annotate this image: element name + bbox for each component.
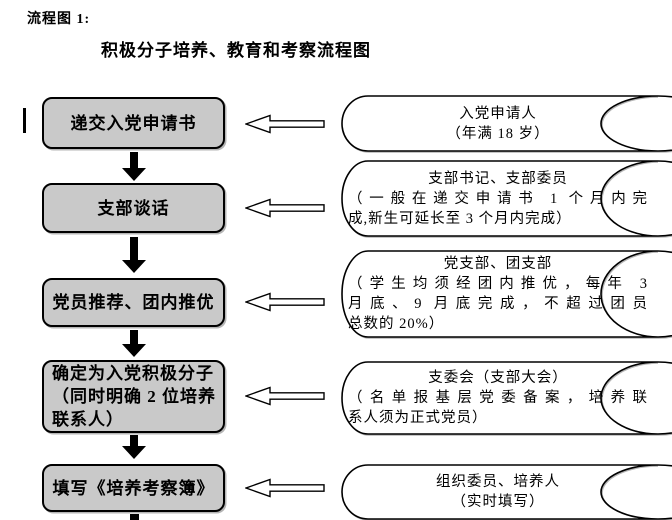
note-shape <box>341 464 672 520</box>
step-box-label: 确定为入党积极分子 <box>52 364 214 383</box>
left-block-arrow-icon <box>245 114 325 134</box>
note-shape <box>341 160 672 237</box>
step-box-submit-application: 递交入党申请书 <box>42 97 225 149</box>
text-cursor <box>23 108 26 133</box>
note-heading: 入党申请人 <box>459 105 537 122</box>
note-body: （名单报基层党委备案，培养联 系人须为正式党员） <box>348 390 648 426</box>
down-arrow-stub-icon <box>130 514 139 520</box>
step-box-confirm-activist: 确定为入党积极分子 （同时明确 2 位培养 联系人） <box>42 360 225 433</box>
left-block-arrow-icon <box>245 386 325 406</box>
step-box-recommendation: 党员推荐、团内推优 <box>42 278 225 327</box>
step-box-label: 递交入党申请书 <box>70 113 197 133</box>
note-shape <box>341 95 672 152</box>
step-box-fill-record-book: 填写《培养考察簿》 <box>42 464 225 512</box>
note-body: （一般在递交申请书 1 个月内完 成,新生可延长至 3 个月内完成） <box>348 190 648 227</box>
note-text: 支委会（支部大会） （名单报基层党委备案，培养联 系人须为正式党员） <box>348 361 648 435</box>
note-text: 支部书记、支部委员 （一般在递交申请书 1 个月内完 成,新生可延长至 3 个月… <box>348 160 648 237</box>
note-text: 党支部、团支部 （学生均须经团内推优，每年 3 月底、9 月底完成，不超过团员 … <box>348 250 648 338</box>
step-box-label: （同时明确 2 位培养 <box>52 387 216 406</box>
down-arrow-icon <box>122 330 146 357</box>
left-block-arrow-icon <box>245 198 325 218</box>
down-arrow-icon <box>122 237 146 273</box>
step-box-branch-talk: 支部谈话 <box>42 183 225 233</box>
note-heading: 支部书记、支部委员 <box>428 170 568 187</box>
note-shape <box>341 250 672 338</box>
note-heading: 党支部、团支部 <box>443 256 553 272</box>
down-arrow-icon <box>122 435 146 459</box>
note-heading: 支委会（支部大会） <box>428 370 568 386</box>
page-label: 流程图 1: <box>27 12 91 27</box>
note-heading: 组织委员、培养人 <box>436 474 560 490</box>
note-text: 入党申请人 （年满 18 岁） <box>348 95 648 152</box>
note-text: 组织委员、培养人 （实时填写） <box>348 464 648 520</box>
note-body: （年满 18 岁） <box>446 125 550 142</box>
note-shape <box>341 361 672 435</box>
step-box-label: 党员推荐、团内推优 <box>52 293 215 312</box>
left-block-arrow-icon <box>245 478 325 498</box>
down-arrow-icon <box>122 152 146 181</box>
step-box-label: 联系人） <box>52 410 124 429</box>
note-body: （学生均须经团内推优，每年 3 月底、9 月底完成，不超过团员 总数的 20%） <box>348 276 648 332</box>
note-body: （实时填写） <box>451 494 545 510</box>
step-box-label: 支部谈话 <box>97 198 170 218</box>
step-box-label: 填写《培养考察簿》 <box>52 478 215 498</box>
left-block-arrow-icon <box>245 292 325 312</box>
page-title: 积极分子培养、教育和考察流程图 <box>101 41 371 60</box>
